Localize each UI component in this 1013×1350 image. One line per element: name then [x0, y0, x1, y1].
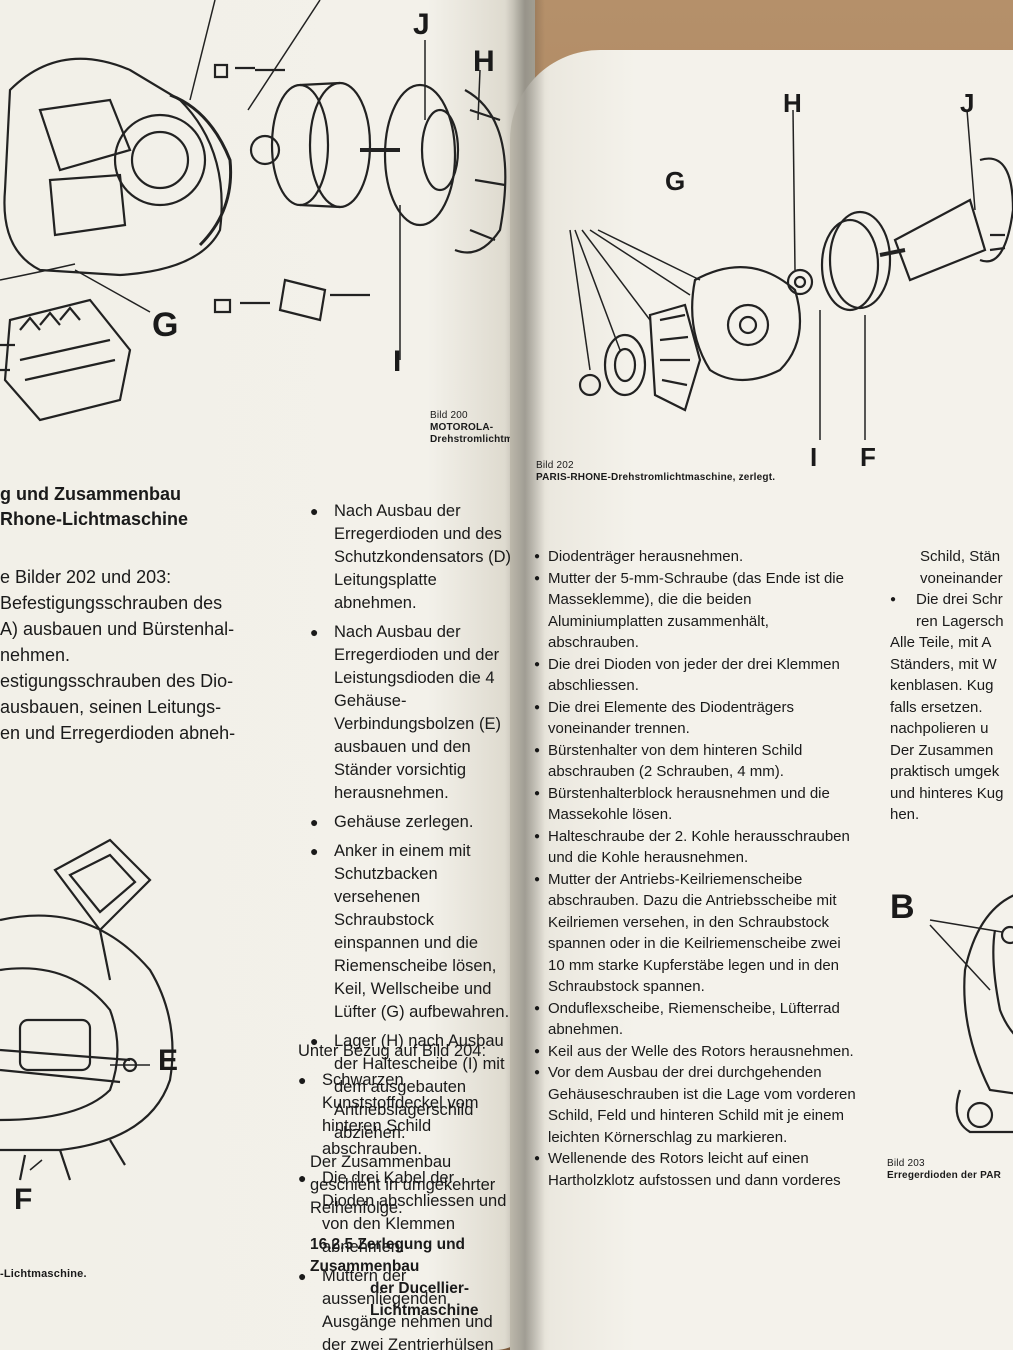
- fig202-caption: Bild 202 PARIS-RHONE-Drehstromlichtmasch…: [536, 460, 775, 484]
- right-col2-line: Schild, Stän: [920, 548, 1001, 565]
- right-bullet: Wellenende des Rotors leicht auf einen H…: [534, 1148, 859, 1191]
- ducellier-bullet: Schwarzen Kunststoffdeckel vom hinteren …: [298, 1069, 510, 1161]
- fig-lower-label-f: F: [14, 1183, 33, 1216]
- col2-bullet: Nach Ausbau der Erregerdioden und des Sc…: [310, 500, 520, 615]
- fig200-label-h: H: [473, 45, 495, 78]
- right-col2-line: hen.: [890, 806, 920, 823]
- right-col2-line: ren Lagersch: [916, 612, 1004, 630]
- section-heading-line1: g und Zusammenbau: [0, 484, 182, 504]
- intro-line: A) ausbauen und Bürstenhal-: [0, 619, 235, 639]
- right-page: H J G I F Bild 202 PARIS-RHONE-Drehstrom…: [510, 50, 1013, 1350]
- fig202-caption-title: PARIS-RHONE-Drehstromlichtmaschine, zerl…: [536, 472, 776, 483]
- ducellier-bullet: Die drei Kabel der Dioden abschliessen u…: [298, 1167, 510, 1259]
- fig203-drawing: [929, 894, 1013, 1134]
- right-bullet: Bürstenhalter von dem hinteren Schild ab…: [534, 740, 859, 783]
- intro-column: e Bilder 202 und 203: Befestigungsschrau…: [0, 564, 290, 746]
- fig202-drawing: [569, 109, 1013, 440]
- fig202-label-f: F: [860, 442, 876, 472]
- fig203-caption-label: Bild 203: [887, 1158, 925, 1169]
- fig203-caption: Bild 203 Erregerdioden der PAR: [887, 1158, 1001, 1182]
- ducellier-text: Unter Bezug auf Bild 204: Schwarzen Kuns…: [298, 1040, 510, 1350]
- right-bullet: Onduflexscheibe, Riemenscheibe, Lüfterra…: [534, 998, 859, 1041]
- right-bullet: Mutter der 5-mm-Schraube (das Ende ist d…: [534, 568, 859, 654]
- col2-bullet: Gehäuse zerlegen.: [310, 811, 520, 834]
- right-bullet: Halteschraube der 2. Kohle herausschraub…: [534, 826, 859, 869]
- fig202-label-i: I: [810, 442, 818, 472]
- ducellier-intro: Unter Bezug auf Bild 204:: [298, 1042, 487, 1060]
- col2-bullet: Anker in einem mit Schutzbacken versehen…: [310, 840, 520, 1024]
- right-col2-line: Die drei Schr: [890, 589, 1013, 611]
- right-bullet: Bürstenhalterblock herausnehmen und die …: [534, 783, 859, 826]
- intro-line: estigungsschrauben des Dio-: [0, 671, 234, 691]
- section-heading: g und Zusammenbau Rhone-Lichtmaschine: [0, 482, 300, 532]
- fig-lower-label-e: E: [158, 1044, 179, 1077]
- fig202-label-j: J: [960, 88, 975, 118]
- right-col2-text: Schild, Stän voneinander Die drei Schr r…: [890, 546, 1013, 826]
- right-col1-text: Diodenträger herausnehmen. Mutter der 5-…: [534, 546, 859, 1191]
- fig200-caption-label: Bild 200: [430, 410, 468, 421]
- fig200-label-i: I: [393, 345, 402, 378]
- fig200-drawing: [0, 0, 507, 422]
- intro-line: nehmen.: [0, 645, 71, 665]
- intro-line: e Bilder 202 und 203:: [0, 567, 172, 587]
- section-heading-line2: Rhone-Lichtmaschine: [0, 509, 189, 529]
- right-bullet: Die drei Elemente des Diodenträgers vone…: [534, 697, 859, 740]
- intro-line: en und Erregerdioden abneh-: [0, 723, 236, 743]
- fig202-caption-label: Bild 202: [536, 460, 574, 471]
- book-gutter: [505, 0, 545, 1350]
- col2-bullet: Nach Ausbau der Erregerdioden und der Le…: [310, 621, 520, 805]
- fig200-caption-title: MOTOROLA-Drehstromlichtmaschine: [430, 422, 535, 445]
- fig200-caption: Bild 200 MOTOROLA-Drehstromlichtmaschine: [430, 410, 535, 446]
- intro-line: ausbauen, seinen Leitungs-: [0, 697, 222, 717]
- left-page: J H G I Bild 200 MOTOROLA-Drehstromlicht…: [0, 0, 535, 1350]
- intro-line: Befestigungsschrauben des: [0, 593, 223, 613]
- fig203-caption-title: Erregerdioden der PAR: [887, 1170, 1002, 1181]
- right-col2-line: praktisch umgek: [890, 763, 1000, 780]
- ducellier-bullet: Muttern der aussenliegenden Ausgänge neh…: [298, 1265, 510, 1350]
- fig203-label-b: B: [890, 888, 915, 926]
- right-col2-line: nachpolieren u: [890, 720, 989, 737]
- right-bullet: Vor dem Ausbau der drei durchgehenden Ge…: [534, 1062, 859, 1148]
- right-bullet: Keil aus der Welle des Rotors herausnehm…: [534, 1041, 859, 1063]
- right-col2-line: und hinteres Kug: [890, 784, 1004, 802]
- fig202-label-g: G: [665, 166, 686, 196]
- right-bullet: Die drei Dioden von jeder der drei Klemm…: [534, 654, 859, 697]
- right-col2-line: Alle Teile, mit A: [890, 634, 992, 651]
- fig-lower-drawing: [0, 838, 174, 1181]
- right-bullet: Diodenträger herausnehmen.: [534, 546, 859, 568]
- right-col2-line: kenblasen. Kug: [890, 677, 994, 694]
- right-col2-line: voneinander: [920, 569, 1003, 587]
- right-col2-line: falls ersetzen.: [890, 698, 983, 716]
- right-col2-line: Ständers, mit W: [890, 655, 997, 673]
- fig200-label-g: G: [152, 306, 179, 344]
- right-col2-line: Der Zusammen: [890, 741, 994, 759]
- fig-bottom-caption: -Lichtmaschine.: [0, 1268, 87, 1280]
- fig202-label-h: H: [783, 88, 802, 118]
- right-bullet: Mutter der Antriebs-Keilriemenscheibe ab…: [534, 869, 859, 998]
- fig200-label-j: J: [413, 8, 430, 41]
